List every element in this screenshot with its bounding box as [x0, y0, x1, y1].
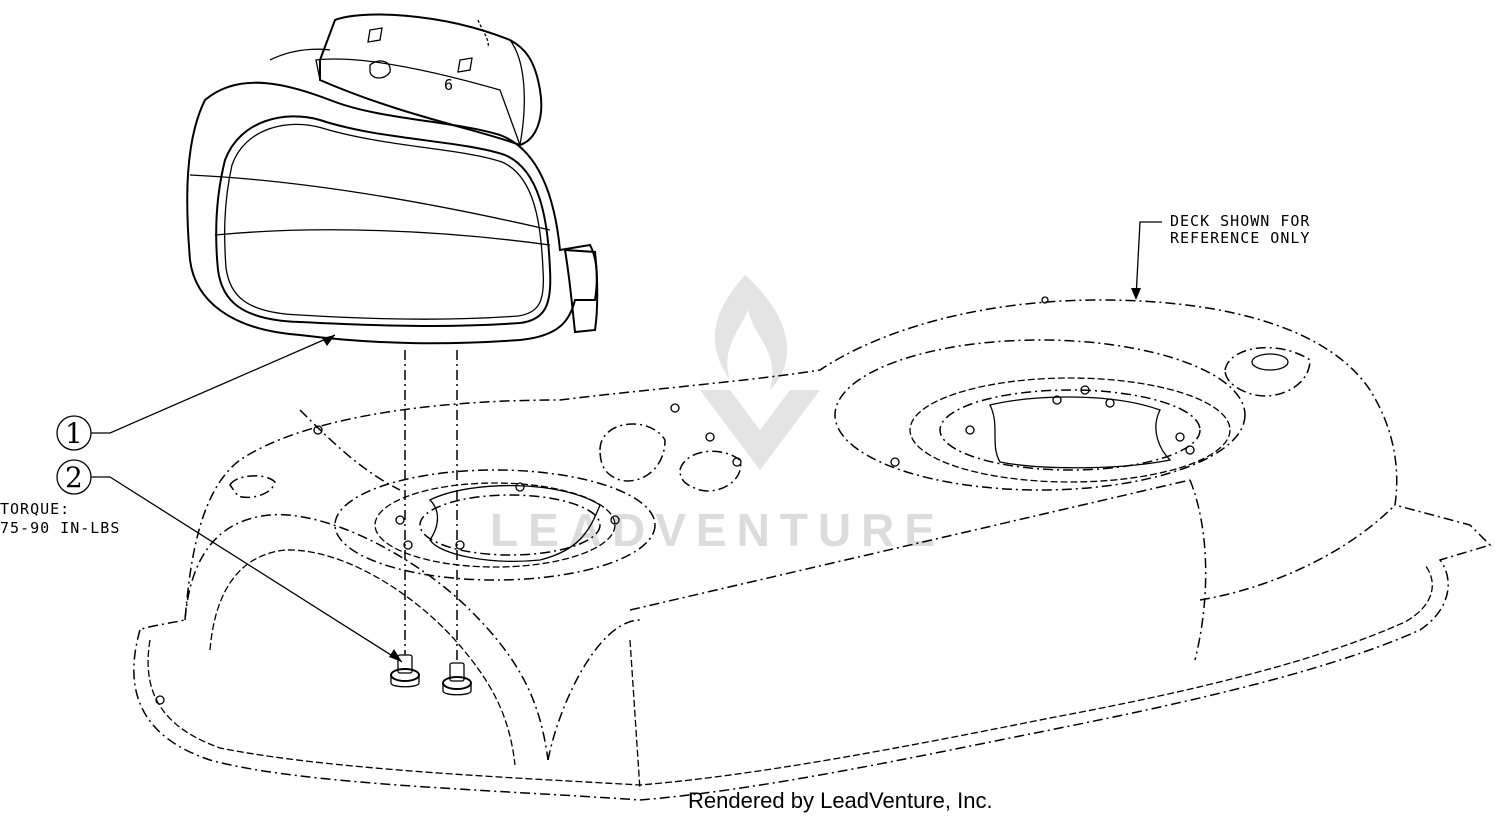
deck-guard-part: 6 [186, 13, 599, 345]
callout-2: 2 [56, 459, 403, 663]
part-mark-label: 6 [444, 76, 454, 94]
alignment-lines [404, 350, 458, 663]
deck-note-line1: DECK SHOWN FOR [1170, 212, 1310, 230]
callout-1-number: 1 [65, 417, 83, 450]
hex-bolt-right-icon [442, 662, 472, 696]
footer-credit: Rendered by LeadVenture, Inc. [688, 788, 993, 813]
torque-title: TORQUE: [0, 500, 70, 518]
hex-bolt-left-icon [390, 654, 420, 688]
torque-note: TORQUE: 75-90 IN-LBS [0, 500, 120, 537]
leadventure-watermark: LEADVENTURE [490, 275, 945, 556]
deck-reference-note: DECK SHOWN FOR REFERENCE ONLY [1131, 212, 1310, 300]
callout-2-number: 2 [65, 461, 83, 494]
mower-deck-reference [133, 296, 1492, 801]
torque-value: 75-90 IN-LBS [0, 519, 120, 537]
deck-note-line2: REFERENCE ONLY [1170, 229, 1310, 247]
watermark-text: LEADVENTURE [490, 504, 945, 556]
flame-logo-icon [700, 275, 820, 470]
callout-1: 1 [56, 334, 336, 451]
